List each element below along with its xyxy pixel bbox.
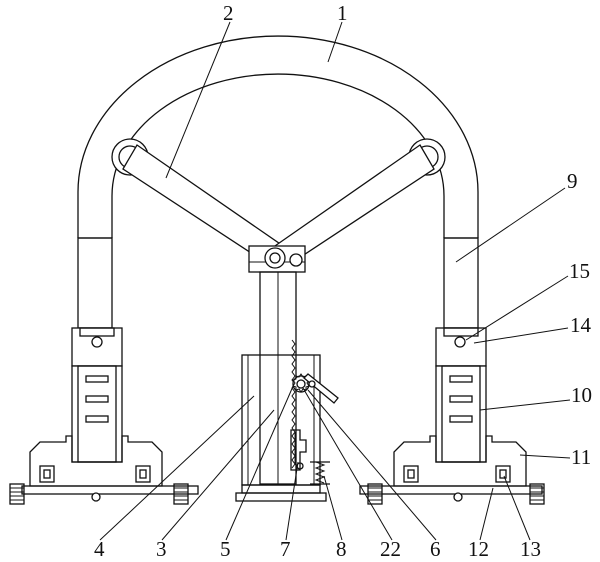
column-base-plate <box>235 484 327 502</box>
callout-8: 8 <box>336 537 347 561</box>
callout-2: 2 <box>223 1 234 25</box>
callout-15: 15 <box>569 259 590 283</box>
callout-3: 3 <box>156 537 167 561</box>
base-left <box>9 435 199 505</box>
leader-lines <box>99 21 571 541</box>
callout-10: 10 <box>571 383 592 407</box>
callout-4: 4 <box>94 537 105 561</box>
callout-11: 11 <box>571 445 591 469</box>
callout-9: 9 <box>567 169 578 193</box>
callout-6: 6 <box>430 537 441 561</box>
callout-1: 1 <box>337 1 348 25</box>
callout-labels: 1 2 9 15 14 10 11 4 3 5 7 8 22 6 12 13 <box>94 1 592 561</box>
arch-frame <box>77 35 479 239</box>
callout-5: 5 <box>220 537 231 561</box>
callout-14: 14 <box>570 313 592 337</box>
leg-right <box>443 237 479 329</box>
callout-12: 12 <box>468 537 489 561</box>
column-top-hub <box>248 245 306 273</box>
leg-left <box>77 237 113 329</box>
base-right <box>359 435 545 505</box>
callout-7: 7 <box>280 537 291 561</box>
lift-unit-left <box>71 327 123 463</box>
rack-teeth <box>291 339 296 469</box>
callout-22: 22 <box>380 537 401 561</box>
callout-13: 13 <box>520 537 541 561</box>
pawl-handle <box>303 373 339 404</box>
lift-unit-right <box>435 327 487 463</box>
